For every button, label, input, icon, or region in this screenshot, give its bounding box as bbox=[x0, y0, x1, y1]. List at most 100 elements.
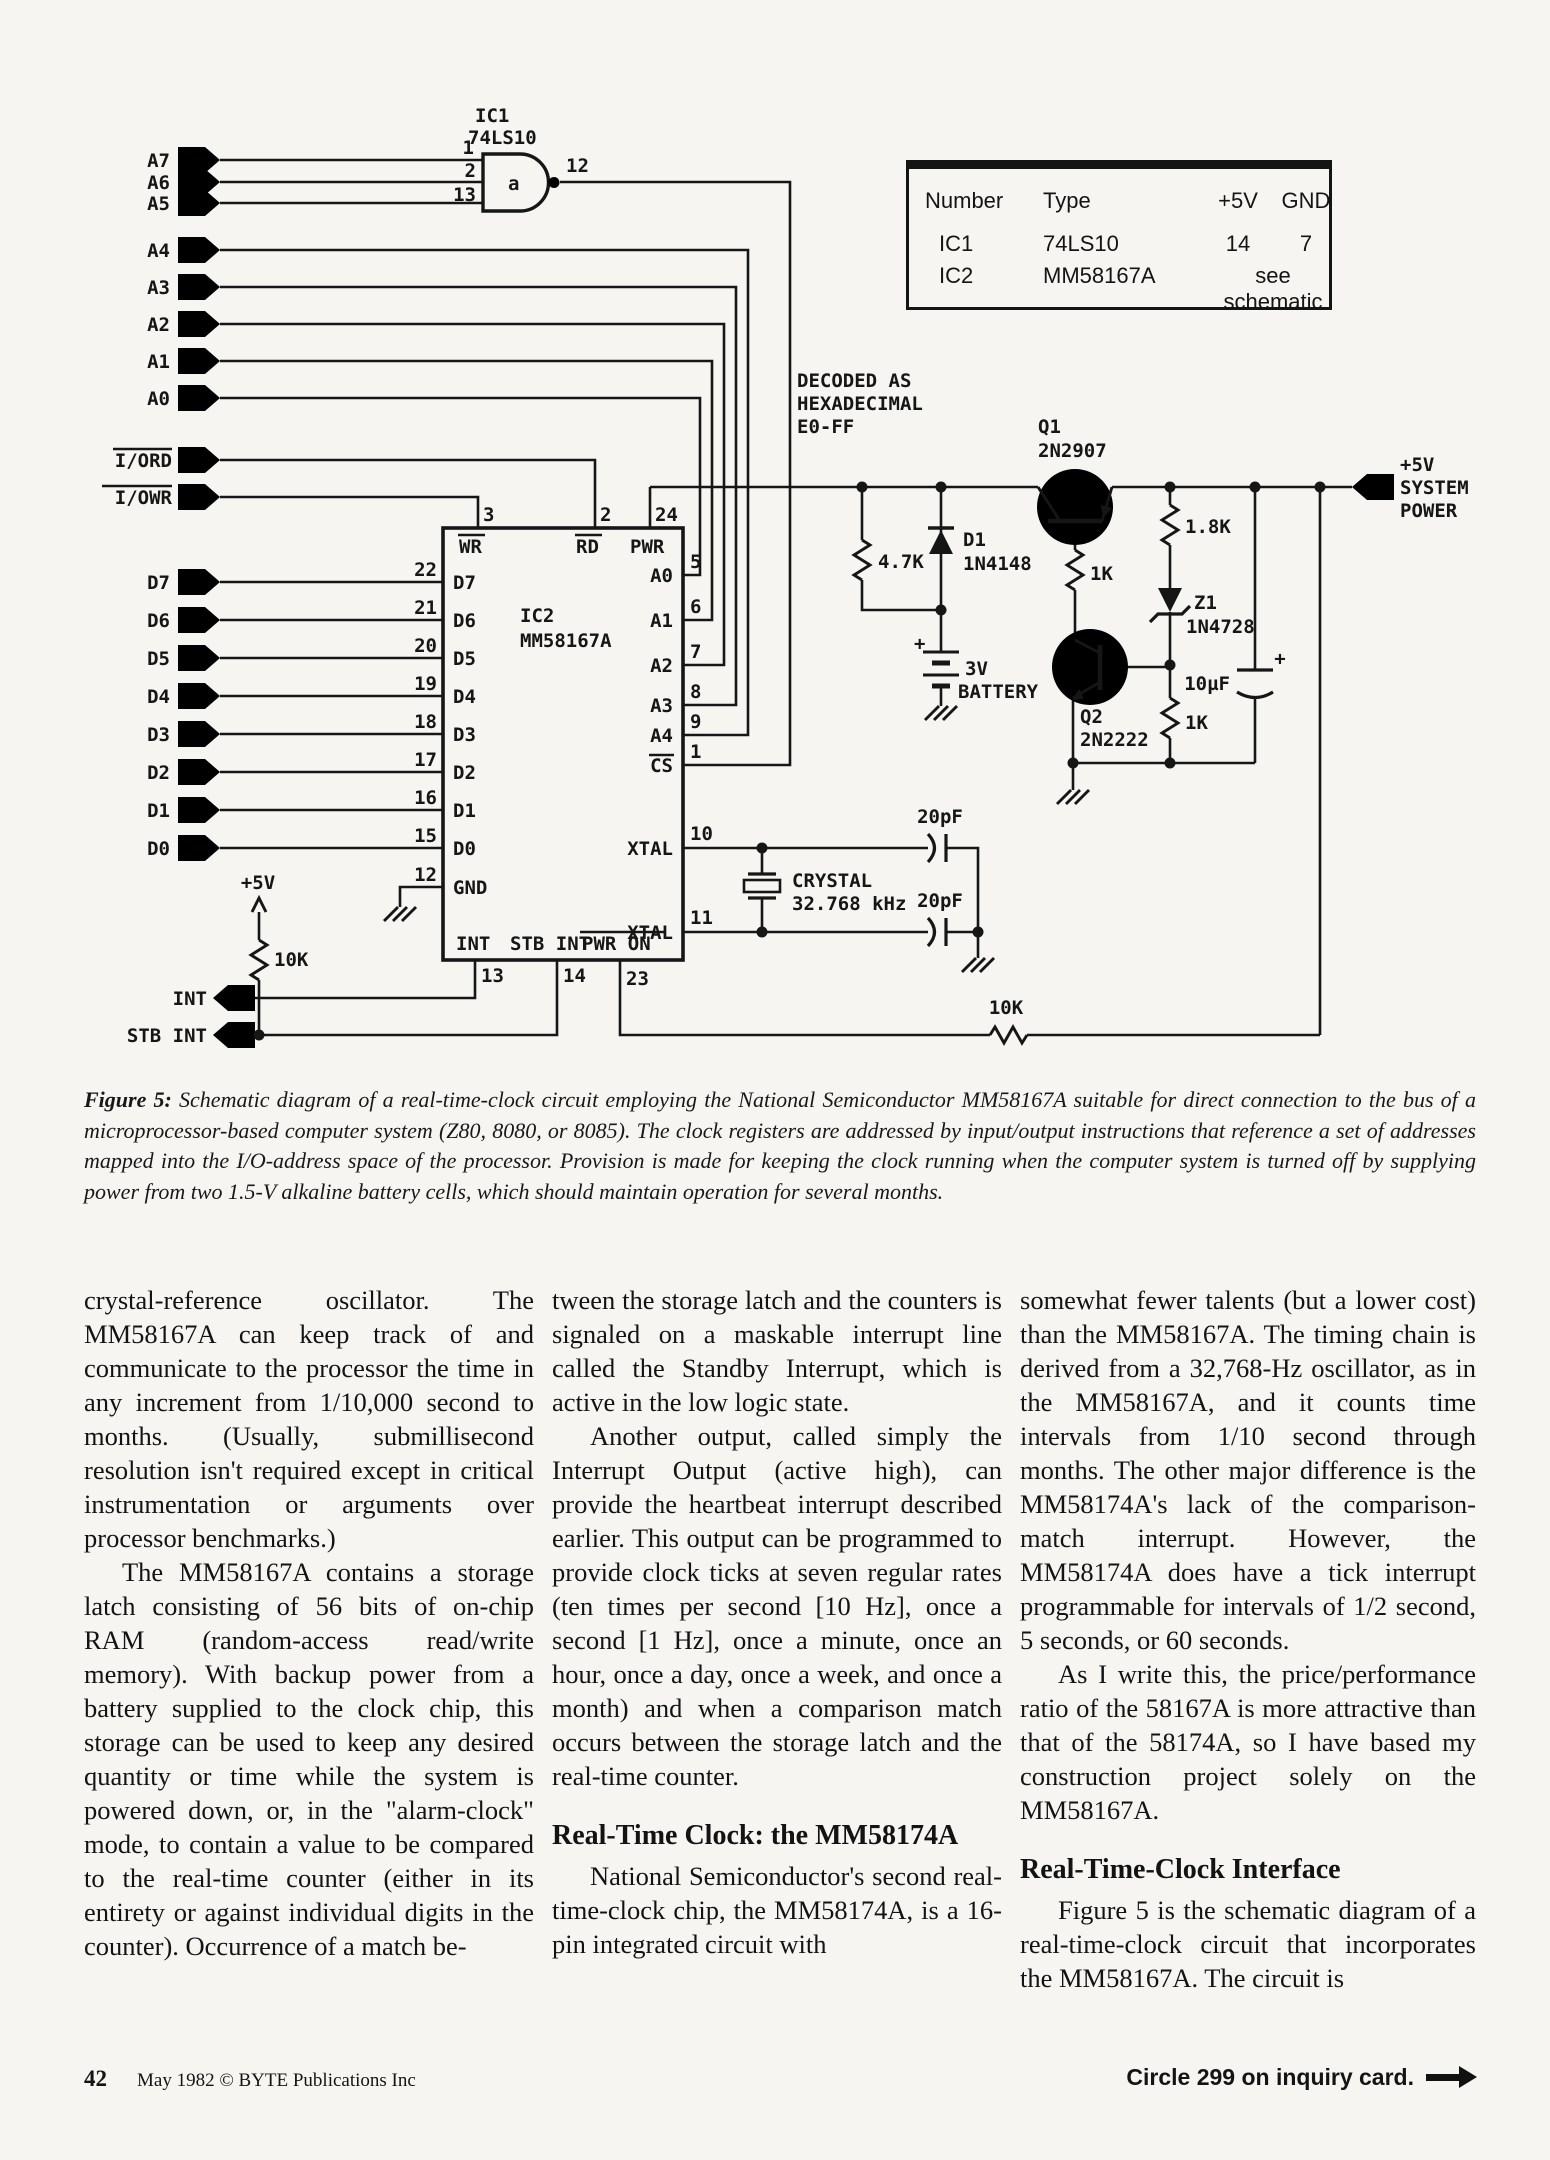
q2-part-label: 2N2222 bbox=[1080, 729, 1149, 751]
col2-paragraph-1: tween the storage latch and the counters… bbox=[552, 1285, 1002, 1417]
ic2-pin22-num: 22 bbox=[414, 559, 437, 581]
sys-power-line2: SYSTEM bbox=[1400, 477, 1469, 499]
system-power-tag bbox=[1352, 474, 1394, 500]
ic2-pin2-num: 2 bbox=[600, 504, 611, 526]
iord-label: I/ORD bbox=[115, 450, 172, 472]
battery-volts: 3V bbox=[965, 658, 988, 680]
parts-row-ic2-number: IC2 bbox=[939, 263, 974, 288]
d2-label: D2 bbox=[147, 762, 170, 784]
ic2-int-label: INT bbox=[456, 933, 490, 955]
ic2-pin5-num: 5 bbox=[690, 551, 701, 573]
d1-label: D1 bbox=[147, 800, 170, 822]
ic2-pin13-num: 13 bbox=[481, 965, 504, 987]
battery-symbol bbox=[923, 650, 959, 689]
resistor-10k-pwr-on bbox=[988, 1024, 1029, 1046]
crystal-label: CRYSTAL bbox=[792, 870, 872, 892]
ic1-pin12: 12 bbox=[566, 155, 589, 177]
ic2-pin19-num: 19 bbox=[414, 673, 437, 695]
sys-power-line1: +5V bbox=[1400, 454, 1434, 476]
battery-label: BATTERY bbox=[958, 681, 1039, 703]
ic2-body bbox=[441, 526, 685, 962]
zener-z1 bbox=[1148, 588, 1192, 624]
d1-ref-label: D1 bbox=[963, 529, 986, 551]
parts-table-header-5v: +5V bbox=[1218, 188, 1258, 213]
nand-gate-body bbox=[481, 152, 520, 213]
ic2-d2-label: D2 bbox=[453, 762, 476, 784]
ic2-a2-label: A2 bbox=[650, 655, 673, 677]
a5-label: A5 bbox=[147, 193, 170, 215]
ic2-gnd-label: GND bbox=[453, 877, 487, 899]
ic2-d7-label: D7 bbox=[453, 572, 476, 594]
cap20pf-bottom-label: 20pF bbox=[917, 890, 963, 912]
plus5v-arrow-icon bbox=[250, 894, 268, 913]
article-column-1: crystal-reference oscillator. The MM5816… bbox=[84, 1283, 534, 1963]
ic2-d6-label: D6 bbox=[453, 610, 476, 632]
real-time-clock-schematic: IC1 74LS10 1 2 13 a 12 A7 A6 A5 A4 A3 A2… bbox=[102, 105, 1469, 1048]
decode-note-3: E0-FF bbox=[797, 416, 854, 438]
sys-power-line3: POWER bbox=[1400, 500, 1458, 522]
parts-row-ic1-gnd: 7 bbox=[1299, 231, 1313, 256]
decode-note-1: DECODED AS bbox=[797, 370, 911, 392]
col3-paragraph-2: As I write this, the price/performance r… bbox=[1020, 1659, 1476, 1825]
ic2-pin10-num: 10 bbox=[690, 823, 713, 845]
inquiry-card-note: Circle 299 on inquiry card. bbox=[1126, 2064, 1414, 2090]
int-output-label: INT bbox=[173, 988, 207, 1010]
d0-label: D0 bbox=[147, 838, 170, 860]
ic2-rd-label: RD bbox=[576, 536, 599, 558]
ic2-pwron-label: PWR ON bbox=[582, 933, 651, 955]
r18k-label: 1.8K bbox=[1185, 516, 1231, 538]
battery-plus: + bbox=[914, 633, 925, 655]
d7-label: D7 bbox=[147, 572, 170, 594]
parts-row-ic1-5v: 14 bbox=[1225, 231, 1251, 256]
cap10uf-plus: + bbox=[1274, 648, 1285, 670]
a0-label: A0 bbox=[147, 388, 170, 410]
diode-d1 bbox=[928, 526, 954, 554]
cap20pf-top-label: 20pF bbox=[917, 806, 963, 828]
ic2-pin12-num: 12 bbox=[414, 864, 437, 886]
parts-table-header-gnd: GND bbox=[1281, 188, 1331, 213]
ic2-xtal2-label: XTAL bbox=[627, 922, 673, 944]
d5-label: D5 bbox=[147, 648, 170, 670]
parts-table: Number Type +5V GND IC1 74LS10 14 7 IC2 … bbox=[906, 160, 1332, 314]
schematic-components bbox=[102, 147, 1394, 1048]
arrow-right-icon bbox=[1426, 2066, 1477, 2088]
d4-label: D4 bbox=[147, 686, 170, 708]
col1-paragraph-2: The MM58167A contains a storage latch co… bbox=[84, 1557, 534, 1961]
figure-caption-label: Figure 5: bbox=[84, 1087, 172, 1112]
page-footer: 42 May 1982 © BYTE Publications Inc Circ… bbox=[84, 2064, 1477, 2106]
ic1-pin13: 13 bbox=[453, 184, 476, 206]
ic2-pin21-num: 21 bbox=[414, 597, 437, 619]
crystal-freq-label: 32.768 kHz bbox=[792, 893, 906, 915]
ic2-xtal1-label: XTAL bbox=[627, 838, 673, 860]
col3-paragraph-1: somewhat fewer talents (but a lower cost… bbox=[1020, 1285, 1476, 1655]
ic1-pin1: 1 bbox=[463, 137, 474, 159]
parts-row-ic1-type: 74LS10 bbox=[1043, 231, 1119, 256]
heading-real-time-clock-mm58174a: Real-Time Clock: the MM58174A bbox=[552, 1820, 959, 1851]
ic2-pin15-num: 15 bbox=[414, 825, 437, 847]
ic1-pin2: 2 bbox=[465, 160, 476, 182]
d1-part-label: 1N4148 bbox=[963, 553, 1032, 575]
parts-row-ic1-number: IC1 bbox=[939, 231, 974, 256]
transistor-q1 bbox=[1036, 469, 1114, 545]
parts-table-header-number: Number bbox=[925, 188, 1004, 213]
ic2-pin17-num: 17 bbox=[414, 749, 437, 771]
capacitor-20pf-bottom bbox=[926, 916, 948, 948]
ic2-pwr-label: PWR bbox=[630, 536, 665, 558]
ic2-pin1-num: 1 bbox=[690, 741, 701, 763]
q1-ref-label: Q1 bbox=[1038, 416, 1061, 438]
a3-label: A3 bbox=[147, 277, 170, 299]
signal-overbars bbox=[102, 447, 674, 934]
page-number: 42 bbox=[84, 2066, 107, 2091]
ic2-pin9-num: 9 bbox=[690, 711, 701, 733]
figure-caption: Figure 5: Schematic diagram of a real-ti… bbox=[84, 1085, 1476, 1207]
ic2-d4-label: D4 bbox=[453, 686, 476, 708]
ic2-pin3-num: 3 bbox=[483, 504, 494, 526]
d6-label: D6 bbox=[147, 610, 170, 632]
ic2-a3-label: A3 bbox=[650, 695, 673, 717]
parts-table-header-type: Type bbox=[1043, 188, 1091, 213]
schematic-wires bbox=[220, 158, 1352, 1037]
junction-dots bbox=[253, 481, 1326, 1041]
d3-label: D3 bbox=[147, 724, 170, 746]
a4-label: A4 bbox=[147, 240, 170, 262]
decode-note-2: HEXADECIMAL bbox=[797, 393, 923, 415]
